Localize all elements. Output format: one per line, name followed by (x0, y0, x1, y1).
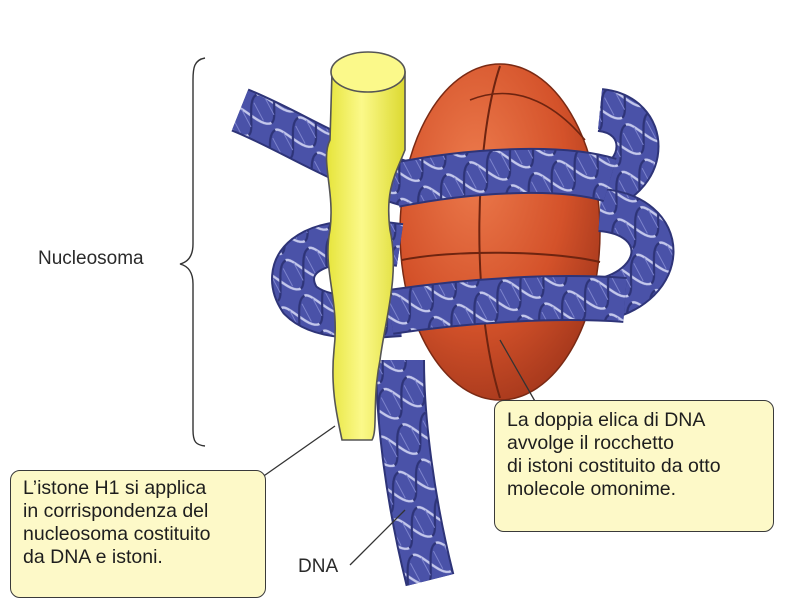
h1-histone-top (331, 52, 405, 92)
helix-callout: La doppia elica di DNA avvolge il rocche… (494, 400, 774, 532)
h1-callout-line: L’istone H1 si applica (23, 477, 265, 500)
helix-callout-line: La doppia elica di DNA (507, 409, 773, 432)
helix-callout-line: molecole omonime. (507, 478, 773, 501)
h1-callout-line: in corrispondenza del (23, 500, 265, 523)
helix-callout-line: di istoni costituito da otto (507, 455, 773, 478)
histone-core (400, 64, 600, 400)
h1-callout: L’istone H1 si applica in corrispondenza… (10, 470, 266, 598)
dna-label: DNA (298, 556, 338, 578)
helix-callout-line: avvolge il rocchetto (507, 432, 773, 455)
h1-callout-line: nucleosoma costituito (23, 523, 265, 546)
nucleosome-bracket (180, 58, 205, 446)
nucleosome-label: Nucleosoma (38, 248, 144, 270)
h1-callout-line: da DNA e istoni. (23, 546, 265, 569)
h1-pointer-line (258, 426, 335, 480)
